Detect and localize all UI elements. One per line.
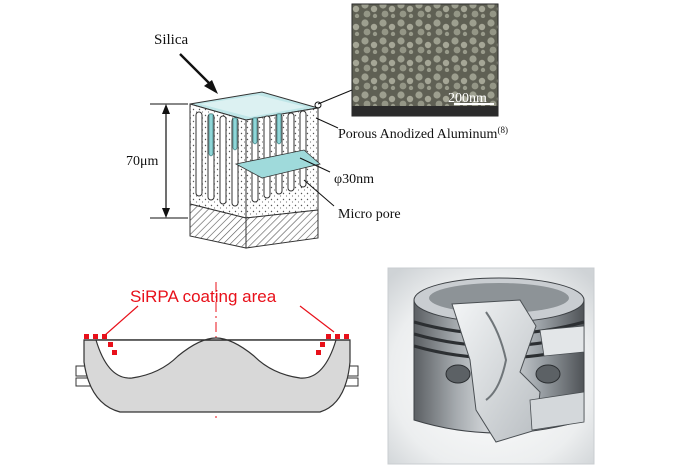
thickness-label: 70μm bbox=[126, 154, 159, 169]
pore-cross-section bbox=[234, 149, 321, 179]
aluminum-substrate-side bbox=[245, 209, 319, 249]
scale-bar-label: 200nm bbox=[448, 91, 487, 106]
silica-label: Silica bbox=[154, 32, 189, 48]
coating-markers bbox=[84, 334, 349, 355]
diameter-label: φ30nm bbox=[334, 172, 374, 187]
porous-structure-diagram: 70μm Silica Porous Anodized Aluminum(8) … bbox=[126, 32, 508, 249]
piston-photo bbox=[387, 267, 595, 465]
porous-label: Porous Anodized Aluminum(8) bbox=[338, 125, 508, 142]
micro-pore-label: Micro pore bbox=[338, 207, 401, 222]
piston-section-diagram: SiRPA coating area bbox=[75, 282, 359, 420]
coating-area-label: SiRPA coating area bbox=[130, 287, 277, 306]
piston-bowl bbox=[95, 337, 337, 379]
sem-micrograph: 200nm bbox=[351, 3, 499, 117]
